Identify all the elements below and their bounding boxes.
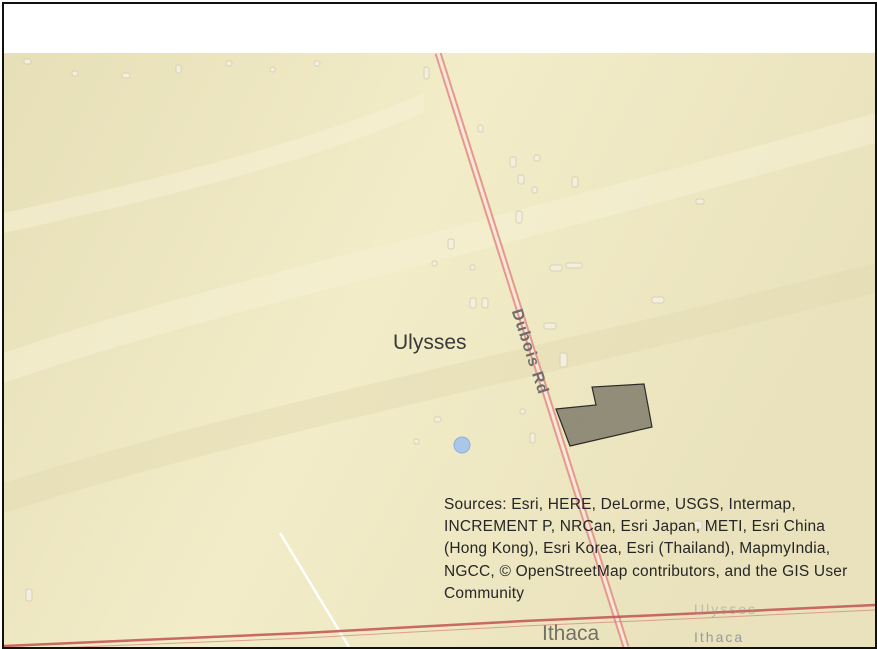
dubois-rd-fill	[436, 53, 628, 647]
hillshade-streak	[4, 263, 875, 513]
place-label-ithaca-faded: Ithaca	[694, 629, 745, 645]
map-canvas[interactable]: Ulysses Dubois Rd Ulysses Ithaca Ithaca …	[4, 53, 875, 647]
place-label-ulysses: Ulysses	[393, 331, 467, 354]
place-label-ithaca: Ithaca	[542, 622, 600, 645]
municipal-boundary	[4, 603, 875, 647]
building-footprints	[23, 58, 705, 602]
header-bar	[4, 4, 875, 53]
hillshade-streak	[4, 93, 424, 233]
pond	[453, 436, 471, 454]
map-graphics	[4, 53, 875, 647]
minor-road	[278, 532, 351, 647]
selected-parcel	[555, 383, 653, 447]
terrain-base	[4, 53, 875, 647]
map-attribution: Sources: Esri, HERE, DeLorme, USGS, Inte…	[444, 496, 848, 602]
place-label-ulysses-faded: Ulysses	[694, 601, 758, 617]
hillshade-streak	[4, 113, 875, 383]
municipal-boundary-2	[66, 609, 875, 647]
